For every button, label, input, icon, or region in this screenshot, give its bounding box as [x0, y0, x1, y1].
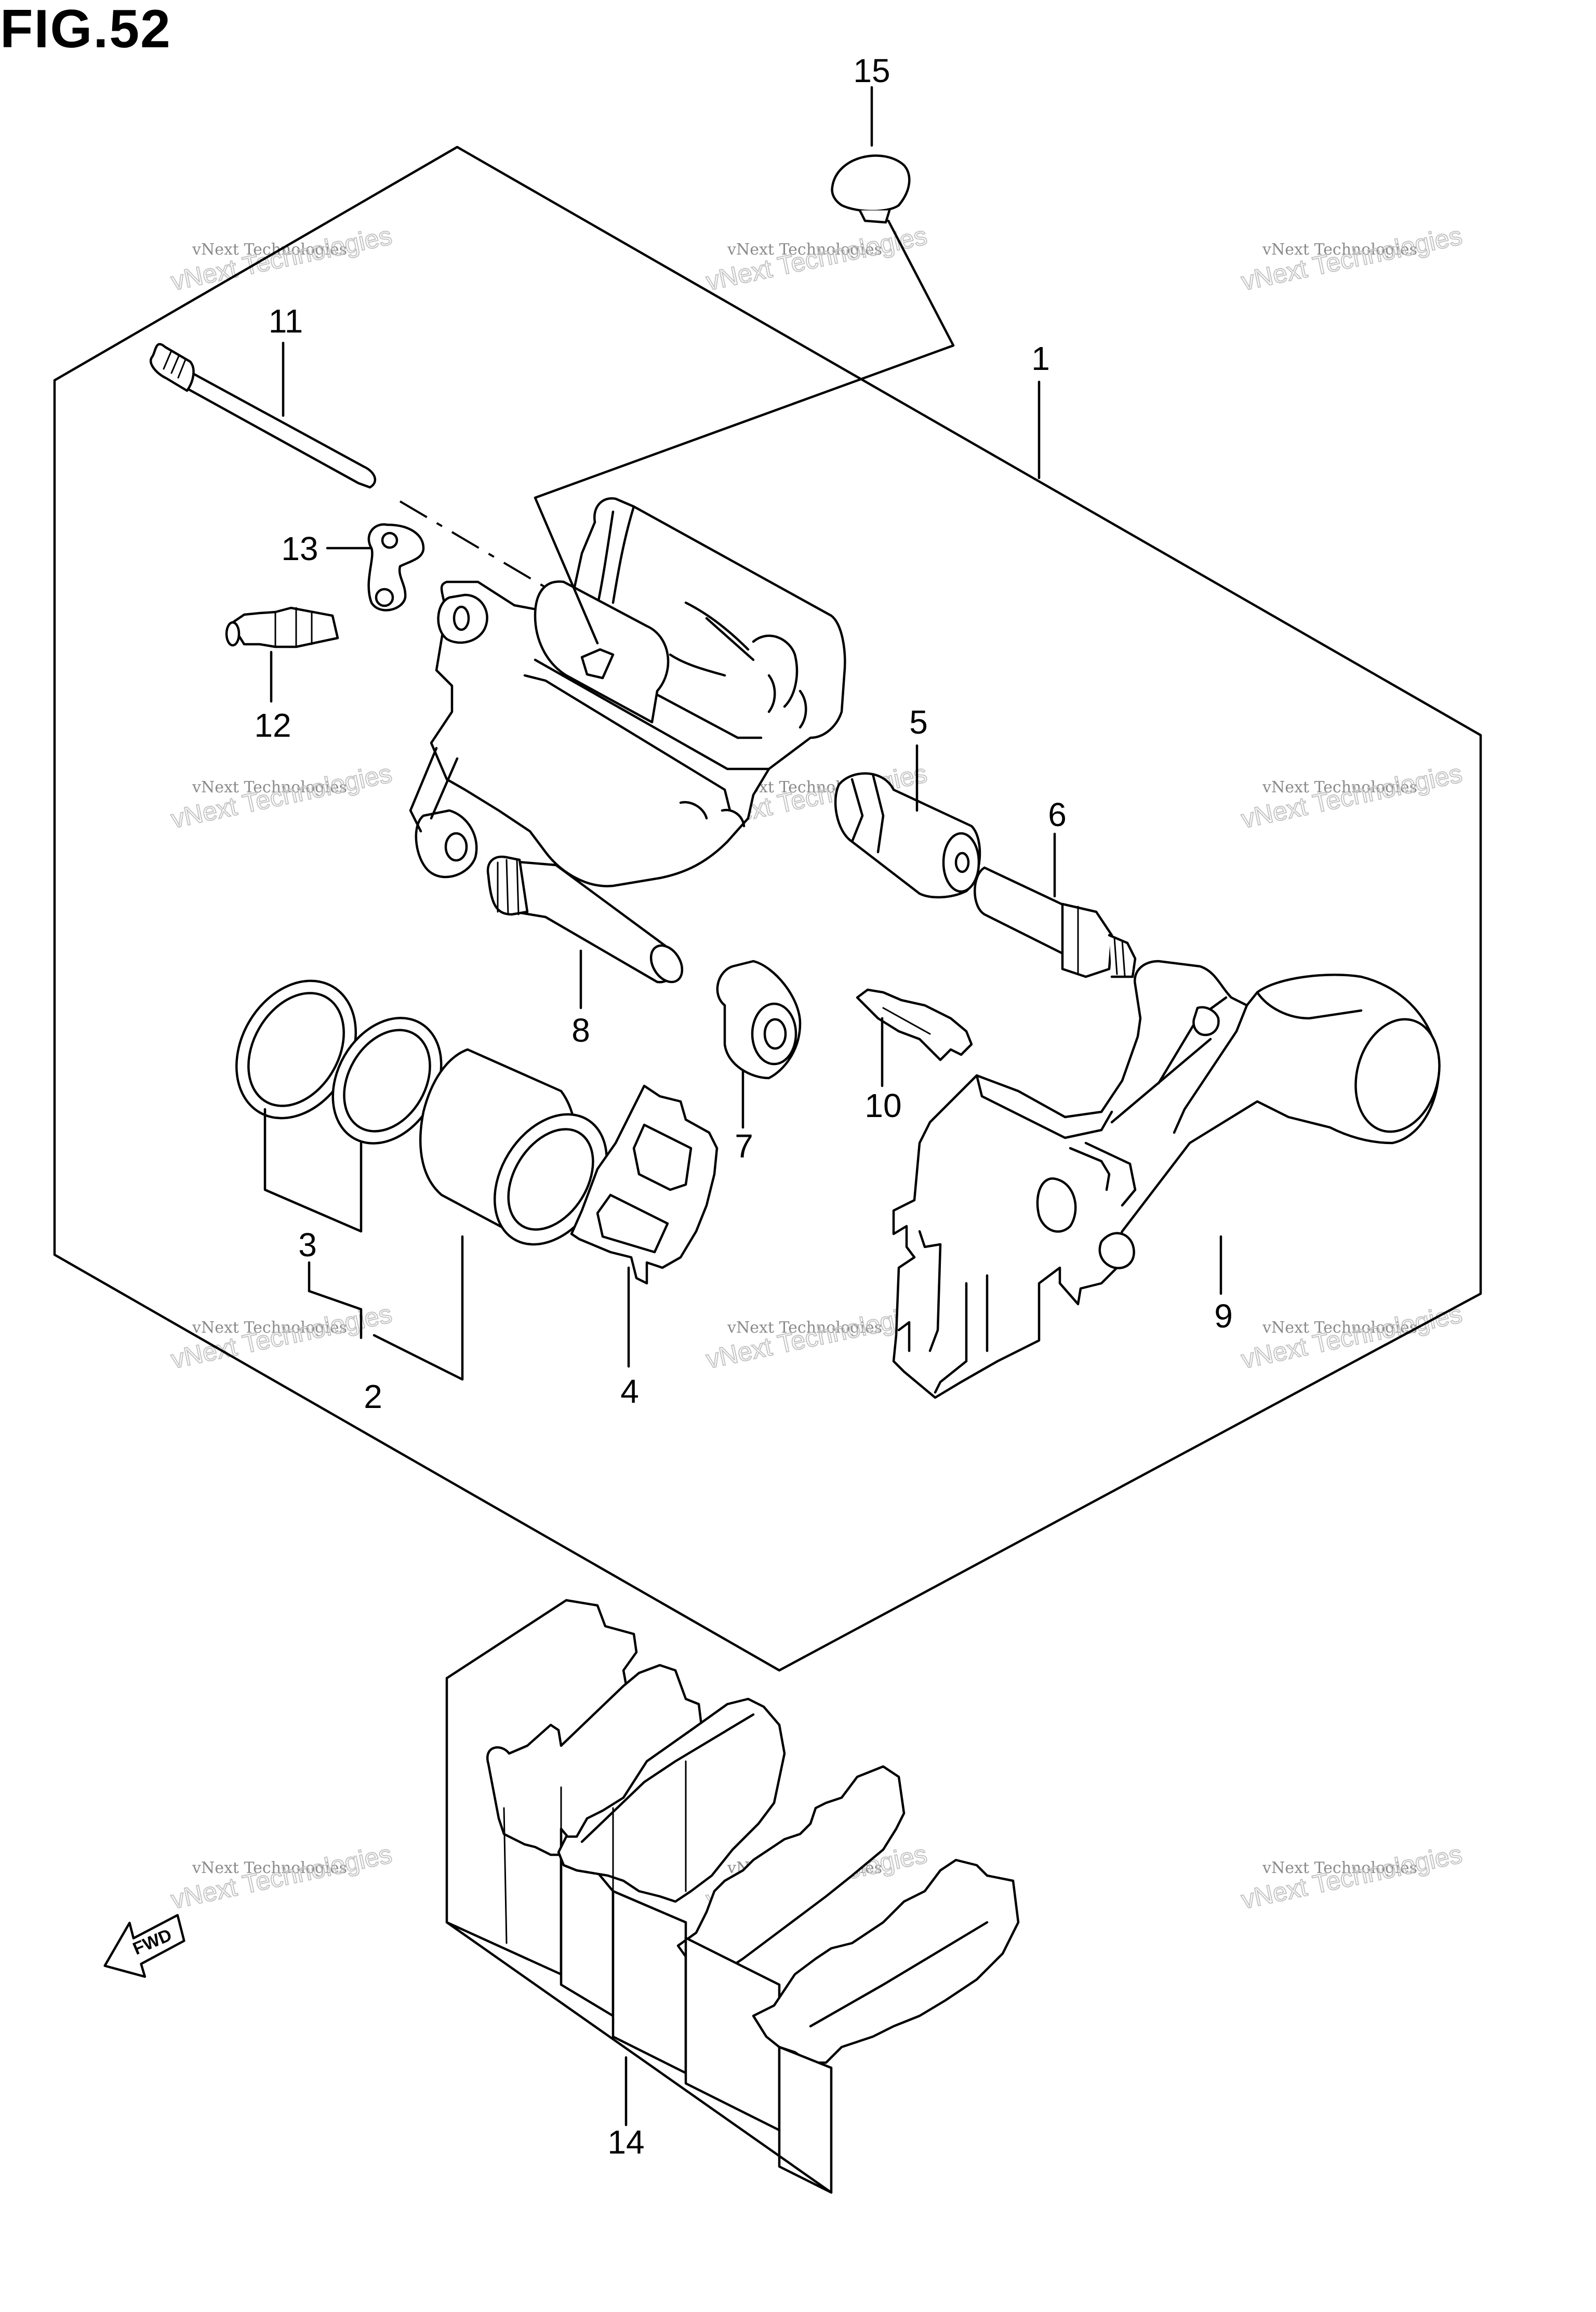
callout-4: 4 — [620, 1373, 639, 1410]
callout-1: 1 — [1031, 340, 1050, 377]
callout-5: 5 — [909, 703, 928, 741]
callout-3: 3 — [298, 1226, 317, 1264]
watermark-text: vNext Technologies — [727, 1319, 882, 1337]
callout-8: 8 — [571, 1012, 590, 1049]
part-7-rubber-boot — [716, 960, 802, 1080]
callout-7: 7 — [735, 1127, 753, 1165]
callout-15: 15 — [853, 52, 890, 89]
part-4-shim — [570, 1084, 719, 1285]
part-12-bleeder-valve — [225, 606, 339, 648]
part-6-bolt — [974, 866, 1137, 978]
watermark-text: vNext Technologies — [1262, 1319, 1417, 1337]
caliper-body — [409, 497, 846, 887]
watermark-text: vNext Technologies — [1262, 241, 1417, 259]
watermark-text: vNext Technologies — [1262, 778, 1417, 796]
watermark-text: vNext Technologies — [1262, 1859, 1417, 1877]
fwd-arrow-icon: FWD — [103, 1914, 185, 1978]
figure-title: FIG.52 — [0, 0, 171, 59]
watermark-text: vNext Technologies — [192, 1319, 347, 1337]
callout-14: 14 — [607, 2123, 644, 2161]
watermark-text: vNext Technologies — [727, 241, 882, 259]
leader-lines — [263, 86, 1222, 2194]
part-15-cap — [831, 154, 911, 224]
alignment-line — [399, 500, 573, 604]
part-5-boot — [834, 772, 981, 899]
part-9-bracket — [892, 960, 1441, 1399]
callout-numbers: 15 11 1 13 12 5 6 8 10 7 3 9 2 4 14 — [254, 52, 1232, 2161]
callout-6: 6 — [1048, 796, 1067, 833]
callout-9: 9 — [1214, 1297, 1233, 1335]
callout-13: 13 — [281, 530, 318, 567]
callout-11: 11 — [269, 302, 303, 340]
assembly-outline — [53, 145, 1482, 1672]
part-3-seals — [235, 979, 443, 1145]
part-13-bleeder-cap — [367, 523, 425, 612]
callout-2: 2 — [364, 1378, 382, 1415]
part-10-spring-clip — [856, 988, 973, 1061]
callout-10: 10 — [864, 1087, 901, 1124]
watermark-text: vNext Technologies — [192, 778, 347, 796]
part-11-pin — [150, 343, 377, 489]
watermark-text: vNext Technologies — [192, 1859, 347, 1877]
part-14-brake-pads — [445, 1599, 1020, 2194]
part-8-slide-pin — [486, 855, 684, 984]
callout-12: 12 — [254, 707, 291, 744]
